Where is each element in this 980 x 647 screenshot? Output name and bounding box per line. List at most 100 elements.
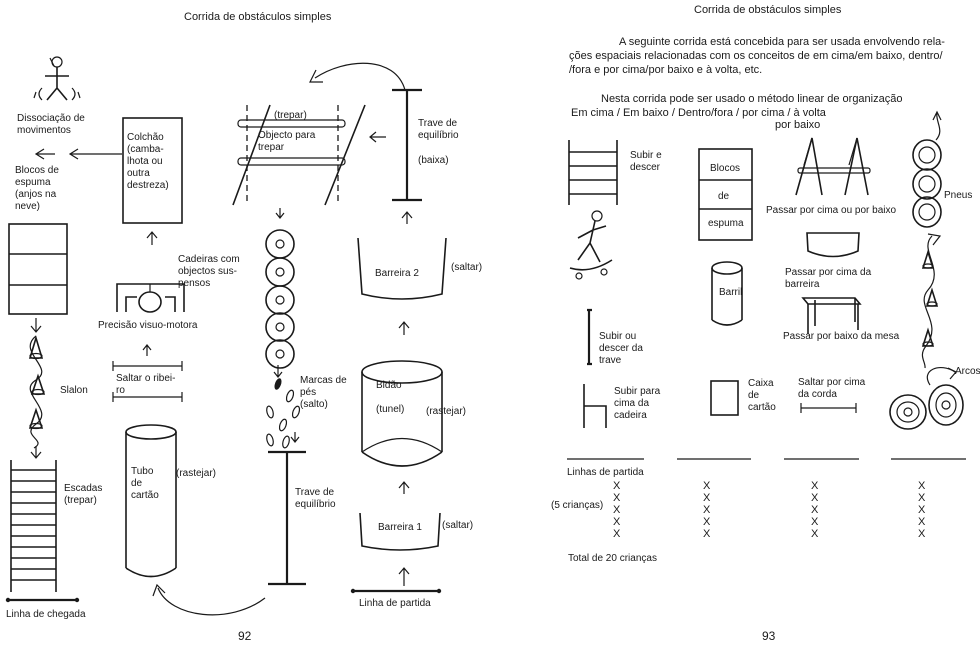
label-bidao-action: (rastejar) <box>426 406 467 417</box>
stick-figure-icon <box>33 56 81 101</box>
label-linha-partida: Linha de partida <box>359 598 431 609</box>
foam-blocks <box>8 223 68 315</box>
team-member-marker: X <box>811 480 819 492</box>
page-number-right: 93 <box>762 629 776 643</box>
label-bidao: Bidão <box>376 380 402 391</box>
label-de: de <box>718 191 730 202</box>
method-paragraph: Nesta corrida pode ser usado o método li… <box>601 93 903 105</box>
intro-paragraph: A seguinte corrida está concebida para s… <box>569 36 945 76</box>
team-member-marker: X <box>811 504 819 516</box>
arrow-left-icon <box>34 148 55 160</box>
team-member-marker: X <box>918 492 926 504</box>
barrier-1 <box>359 512 441 551</box>
arrow-down-icon <box>275 208 285 219</box>
team-member-marker: X <box>703 504 711 516</box>
label-passar-cima-baixo: Passar por cima ou por baixo <box>766 205 897 216</box>
table-icon <box>801 297 862 334</box>
cone-icon <box>28 335 44 360</box>
label-linha-chegada: Linha de chegada <box>6 609 86 620</box>
label-barreira-1: Barreira 1 <box>378 522 422 533</box>
arrow-up-icon <box>398 321 410 335</box>
cardboard-box-icon <box>710 380 739 416</box>
label-tubo-action: (rastejar) <box>176 468 217 479</box>
label-espuma: espuma <box>708 218 744 229</box>
team-member-marker: X <box>613 480 621 492</box>
arrow-up-icon <box>146 231 158 245</box>
team-member-marker: X <box>918 516 926 528</box>
stream-line <box>112 392 183 402</box>
team-member-marker: X <box>918 504 926 516</box>
label-trepar: (trepar) <box>274 110 307 121</box>
barrier-icon <box>806 232 860 258</box>
arrow-down-icon <box>290 432 300 443</box>
chair-icon <box>583 384 607 428</box>
cone-icon <box>925 287 939 307</box>
label-dissociacao: Dissociação de movimentos <box>17 113 85 136</box>
label-precisao: Precisão visuo-motora <box>98 320 198 331</box>
label-pneus: Pneus <box>944 190 973 201</box>
balance-beam-top <box>392 88 422 202</box>
arrow-left-icon <box>68 148 122 160</box>
arrow-up-icon <box>142 344 152 356</box>
tire-stack <box>265 229 295 369</box>
label-saltar-ribeiro: Saltar o ribei- ro <box>116 373 176 396</box>
balance-beam-icon <box>587 308 592 366</box>
label-blocos-espuma: Blocos de espuma (anjos na neve) <box>15 165 59 212</box>
label-colchao: Colchão (camba- lhota ou outra destreza) <box>127 132 169 191</box>
arrow-up-icon <box>401 211 413 224</box>
label-linhas-partida: Linhas de partida <box>567 467 644 478</box>
label-blocos-right: Blocos <box>710 163 741 174</box>
label-subir-trave: Subir ou descer da trave <box>599 331 643 366</box>
stream-line <box>112 361 183 371</box>
arrow-up-icon <box>398 567 410 586</box>
label-passar-barreira: Passar por cima da barreira <box>785 267 872 290</box>
team-member-marker: X <box>918 528 926 540</box>
skateboarder-icon <box>569 210 613 280</box>
cone-icon <box>30 373 46 396</box>
team-member-marker: X <box>613 528 621 540</box>
label-trave-top-note: (baixa) <box>418 155 449 166</box>
footprint-icon <box>266 378 301 449</box>
label-trave-top: Trave de equilíbrio <box>418 118 459 141</box>
label-barril: Barril <box>719 287 743 298</box>
arrow-down-icon <box>30 446 42 459</box>
barrier-2 <box>357 237 447 300</box>
arrow-left-icon <box>369 131 386 143</box>
cone-icon <box>921 249 935 269</box>
label-subir-cadeira: Subir para cima da cadeira <box>614 386 661 421</box>
team-member-marker: X <box>613 492 621 504</box>
label-total: Total de 20 crianças <box>568 553 657 564</box>
climbing-frame <box>232 104 366 206</box>
team-member-marker: X <box>703 480 711 492</box>
arrow-down-icon <box>30 318 42 333</box>
foam-blocks-icon <box>698 148 753 241</box>
hoops-icon <box>889 367 964 430</box>
rope-icon <box>800 403 857 413</box>
label-cadeiras: Cadeiras com objectos sus- pensos <box>178 254 240 289</box>
team-member-marker: X <box>703 528 711 540</box>
page-title-right: Corrida de obstáculos simples <box>694 4 842 16</box>
balance-beam-bottom <box>268 450 306 586</box>
label-saltar-corda: Saltar por cima da corda <box>798 377 866 400</box>
team-member-marker: X <box>613 504 621 516</box>
page-number-left: 92 <box>238 629 252 643</box>
label-passar-mesa: Passar por baixo da mesa <box>783 331 900 342</box>
label-trave-bottom: Trave de equilíbrio <box>295 487 336 510</box>
label-caixa: Caixa de cartão <box>748 378 776 413</box>
team-member-marker: X <box>811 492 819 504</box>
colchao-mat <box>122 117 183 224</box>
team-member-marker: X <box>811 528 819 540</box>
page-title-left: Corrida de obstáculos simples <box>184 11 332 23</box>
tires-icon <box>912 110 942 228</box>
team-member-marker: X <box>703 516 711 528</box>
team-member-marker: X <box>918 480 926 492</box>
ladder-icon <box>568 140 618 205</box>
suspended-object-chairs <box>116 283 185 313</box>
ladder <box>10 460 57 592</box>
barrel-tunnel <box>361 360 443 467</box>
label-slalon: Slalon <box>60 385 88 396</box>
columns-subheader: por baixo <box>775 119 821 131</box>
curved-arrow-icon <box>157 587 266 616</box>
cardboard-tube <box>125 424 177 578</box>
